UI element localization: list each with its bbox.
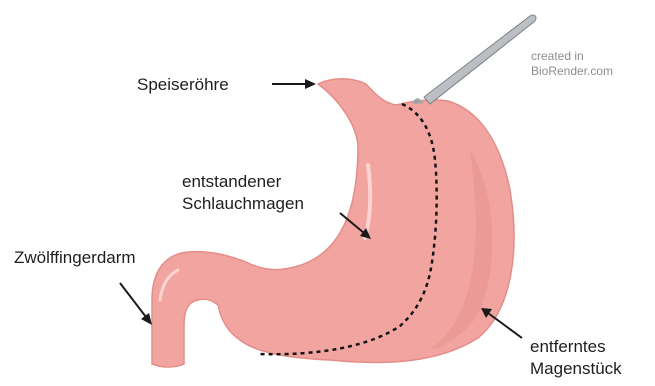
credit-line-1: created in [531, 49, 584, 64]
label-sleeve-line-2: Schlauchmagen [182, 193, 304, 214]
credit-line-2: BioRender.com [531, 64, 613, 79]
label-sleeve-line-1: entstandener [182, 171, 281, 192]
label-removed-line-1: entferntes [530, 336, 606, 357]
label-esophagus: Speiseröhre [137, 74, 229, 95]
arrow-duodenum [120, 283, 152, 325]
label-removed-line-2: Magenstück [530, 358, 622, 379]
scalpel-icon [413, 15, 536, 104]
label-duodenum: Zwölffingerdarm [14, 247, 136, 268]
arrow-esophagus [272, 79, 316, 89]
